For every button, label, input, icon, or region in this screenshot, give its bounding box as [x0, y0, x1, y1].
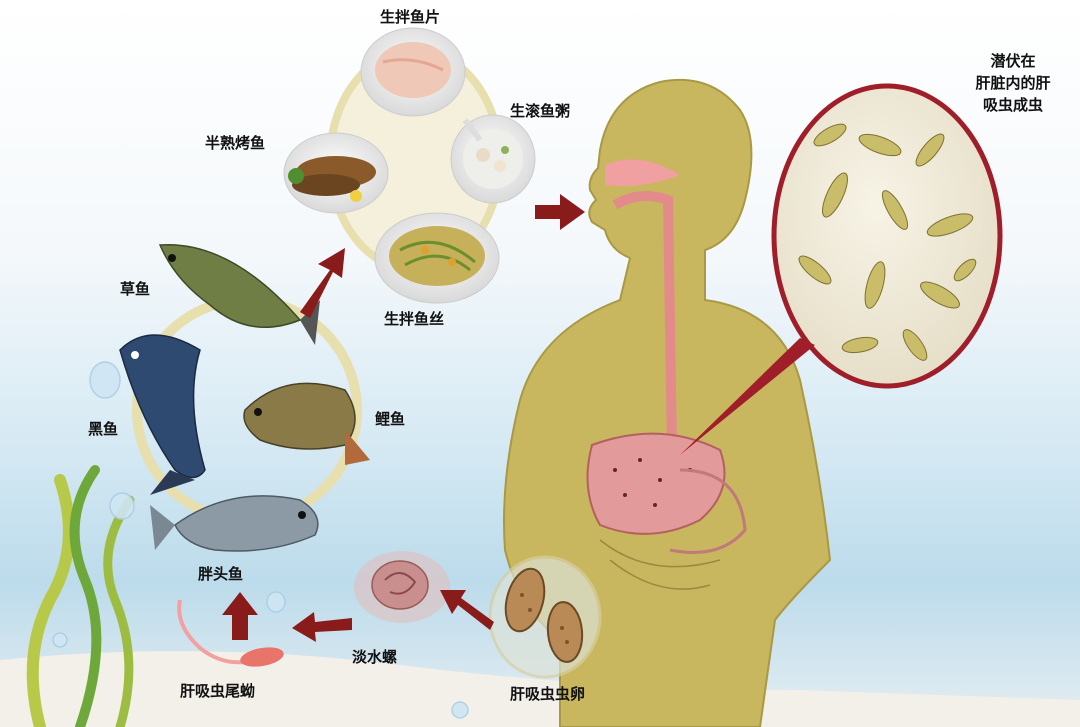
label-carp: 鲤鱼 — [375, 410, 406, 428]
label-sliced-fish: 生拌鱼片 — [380, 8, 441, 26]
arrow-fish-to-food — [300, 248, 345, 318]
fish-grass-carp — [158, 243, 320, 345]
label-fish-porridge: 生滚鱼粥 — [510, 102, 571, 120]
plate-shredded-fish — [374, 212, 500, 304]
label-shredded-fish: 生拌鱼丝 — [384, 310, 445, 328]
seabed — [0, 651, 1080, 727]
arrow-eggs-to-snail — [440, 590, 494, 630]
fluke-eggs — [488, 555, 602, 679]
magnified-liver-flukes — [771, 83, 1003, 389]
fish-carp — [243, 382, 370, 465]
cercaria — [177, 599, 284, 667]
label-eggs: 肝吸虫虫卵 — [510, 685, 586, 703]
label-adult-line-2: 肝脏内的肝 — [975, 74, 1051, 92]
label-bighead-carp: 胖头鱼 — [198, 565, 244, 583]
label-cercaria: 肝吸虫尾蚴 — [180, 682, 256, 700]
arrow-food-to-mouth — [535, 194, 585, 230]
label-grass-carp: 草鱼 — [120, 280, 151, 298]
magnify-pointer — [680, 338, 815, 455]
plate-sliced-fish — [360, 27, 466, 117]
plate-fish-porridge — [450, 114, 536, 204]
human-body — [503, 78, 832, 727]
snail — [354, 551, 450, 623]
label-snakehead: 黑鱼 — [88, 420, 119, 438]
fish-bighead-carp — [150, 495, 319, 552]
plate-grilled-fish — [283, 132, 389, 214]
label-adult-line-1: 潜伏在 — [990, 52, 1036, 70]
arrow-snail-to-cercaria — [292, 612, 352, 642]
label-snail: 淡水螺 — [352, 648, 398, 666]
lifecycle-arrows — [222, 194, 585, 642]
seaweed — [26, 465, 135, 727]
label-grilled-fish: 半熟烤鱼 — [205, 134, 266, 152]
arrow-cercaria-to-fish — [222, 592, 258, 640]
label-adult-flukes: 潜伏在 肝脏内的肝 吸虫成虫 — [958, 50, 1068, 116]
label-adult-line-3: 吸虫成虫 — [982, 96, 1043, 114]
fish-snakehead — [119, 334, 206, 495]
